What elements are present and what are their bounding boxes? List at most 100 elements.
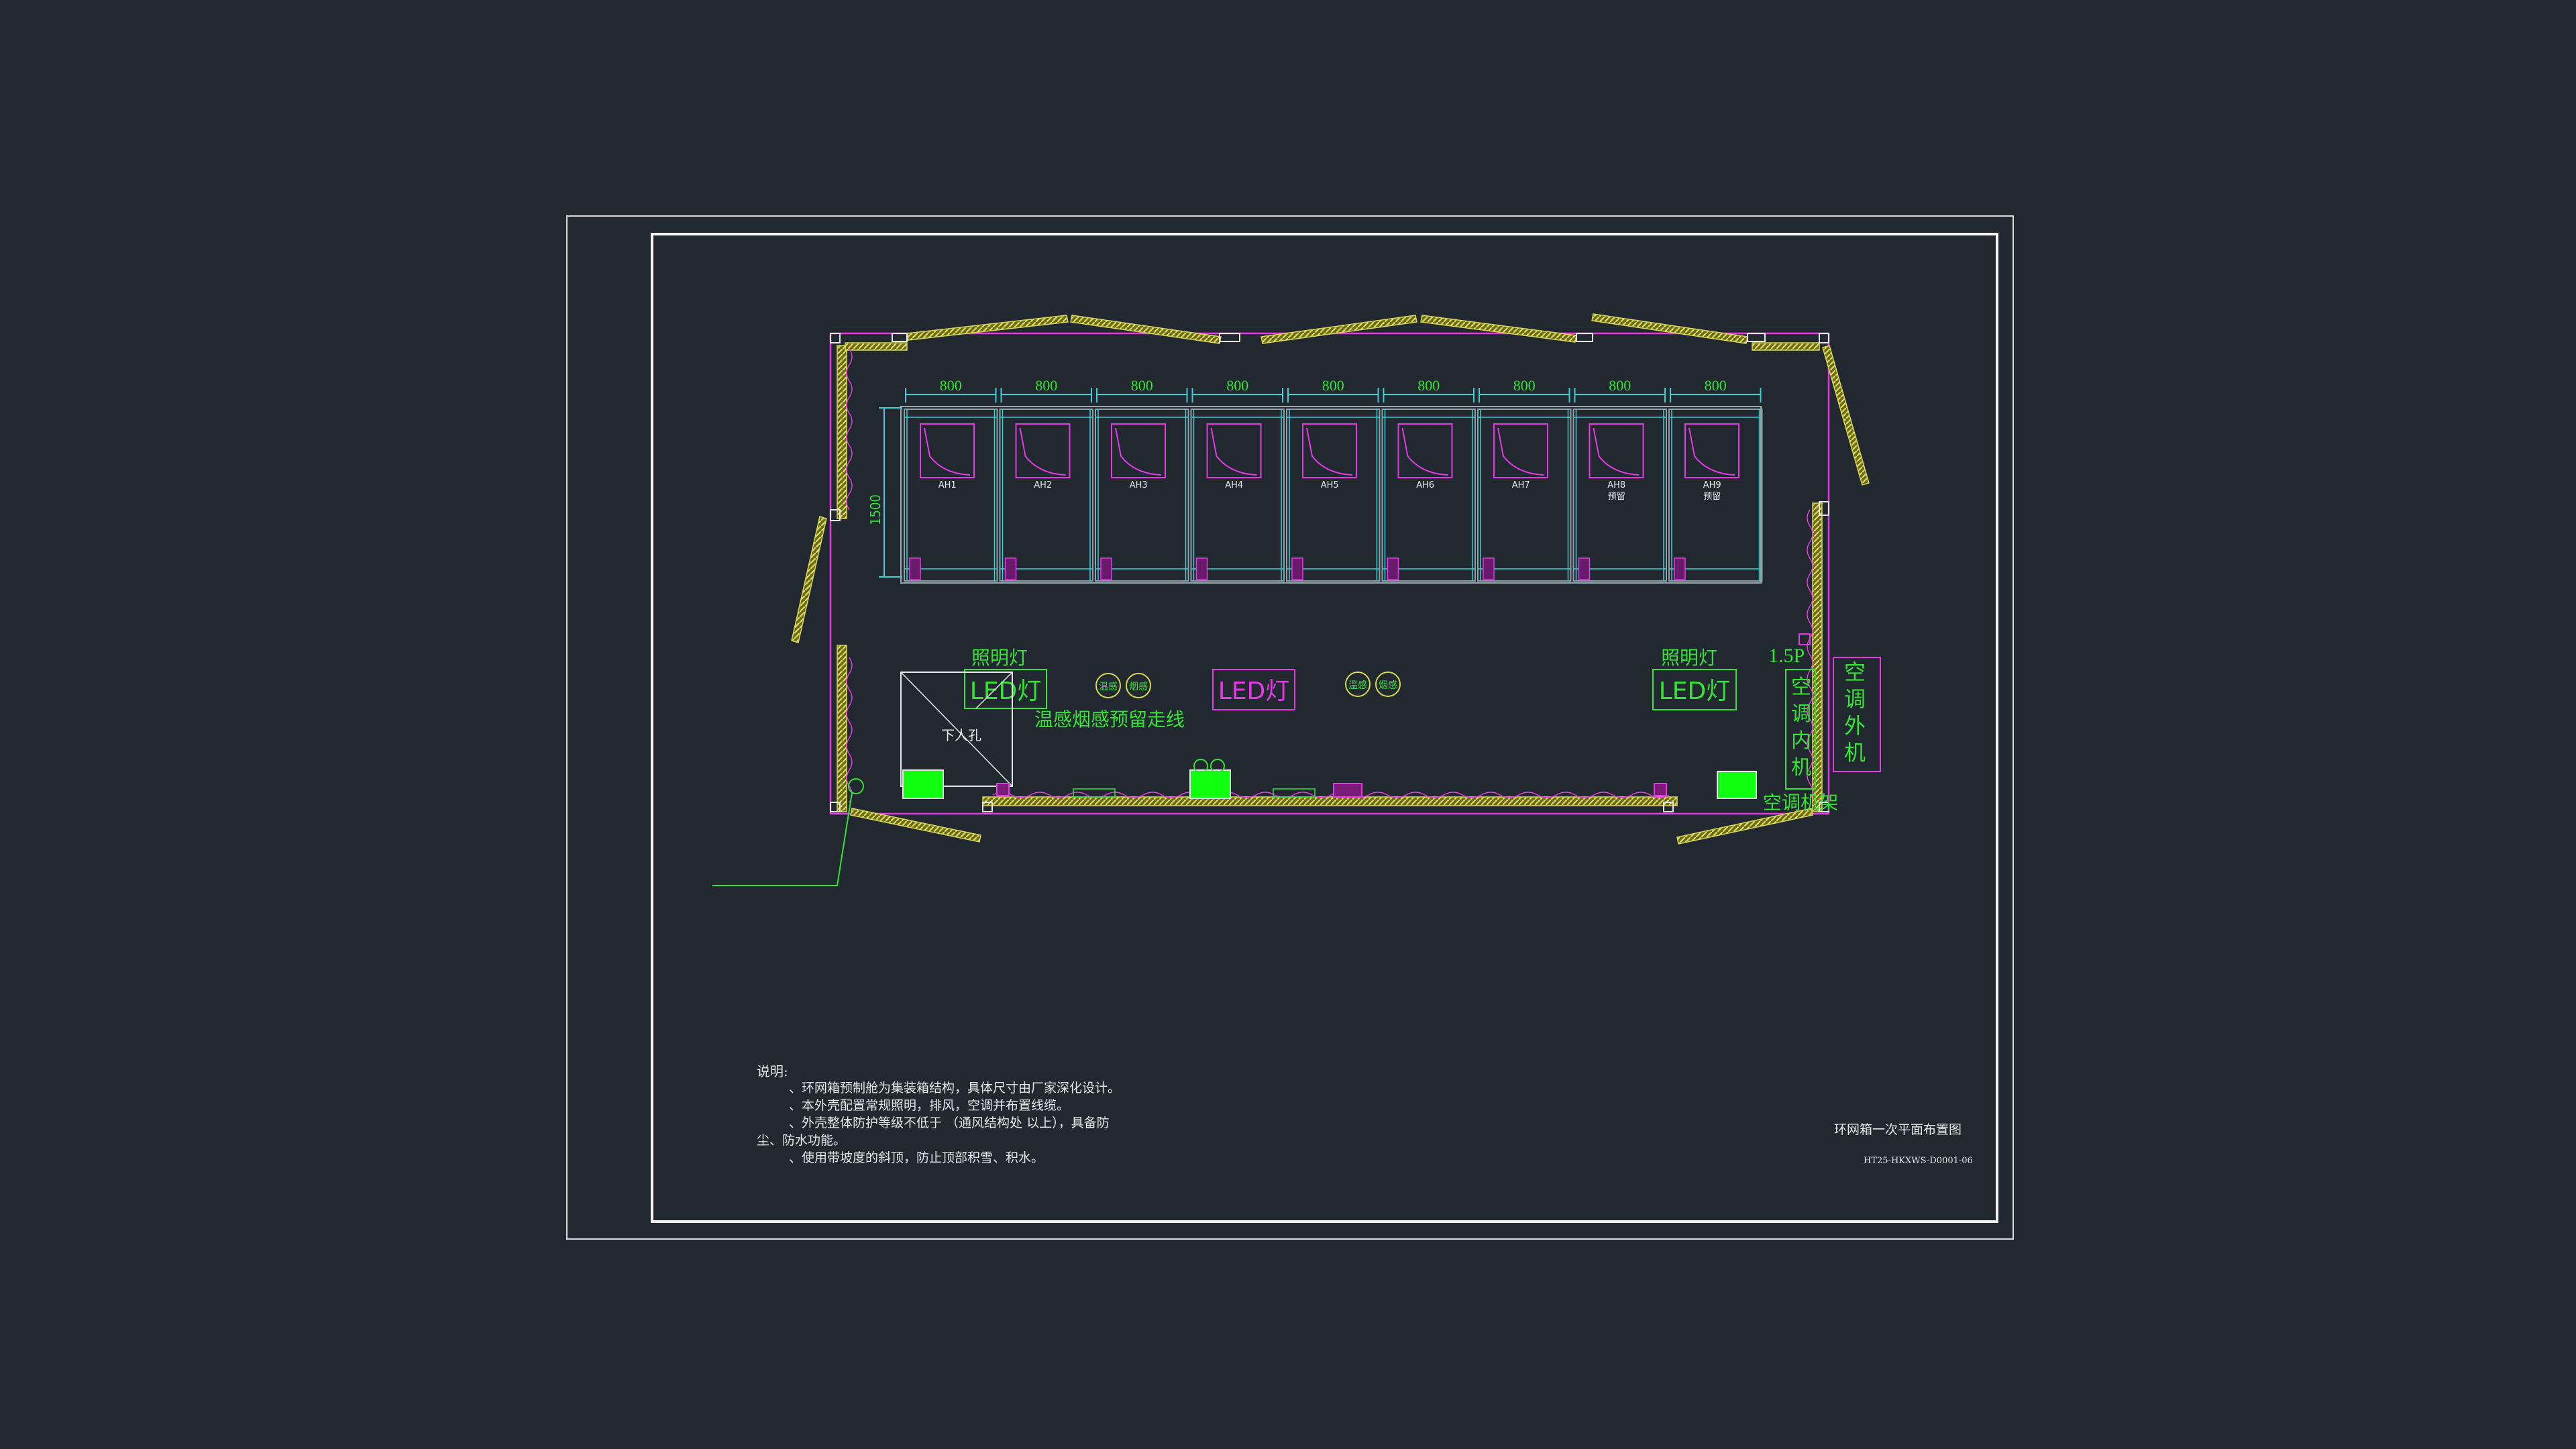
hinge — [892, 333, 908, 342]
leaf-bottom-right — [1676, 808, 1813, 845]
manhole-swing — [975, 672, 1013, 709]
temp-sensor-text: 温感 — [1099, 681, 1118, 692]
hinge-details — [830, 333, 1829, 812]
socket-box — [1654, 783, 1667, 796]
cabinet-body — [1668, 409, 1763, 582]
wall-bottom — [982, 796, 1678, 806]
dim-text: 800 — [1609, 377, 1631, 394]
notes-line: 尘、防水功能。 — [757, 1133, 846, 1148]
cabinet-body — [1286, 409, 1381, 582]
cabinet-label: AH2 — [1034, 480, 1052, 490]
cabinet-note: 预留 — [1608, 492, 1625, 502]
dim-text: 800 — [1322, 377, 1344, 394]
leaf-top-3 — [1260, 315, 1417, 344]
cabinet-body — [1095, 409, 1189, 582]
ac-indoor-unit — [1785, 669, 1816, 790]
ac-char: 空 — [1844, 659, 1866, 685]
led-lamp-left-text: LED灯 — [970, 678, 1042, 705]
title-block: 环网箱一次平面布置图 HT25-HKXWS-D0001-06 — [1834, 1122, 1973, 1166]
smoke-sensor-icon — [1375, 672, 1401, 697]
cabinet: AH1 — [904, 409, 998, 582]
hinge — [982, 802, 993, 812]
cable-entry — [1195, 557, 1208, 580]
cabinet-panel — [1397, 423, 1453, 478]
smoke-sensor-text: 烟感 — [1129, 681, 1148, 692]
ac-char: 机 — [1791, 756, 1811, 780]
dim-text: 800 — [1131, 377, 1153, 394]
temp-sensor-icon — [1345, 672, 1371, 697]
led-lamp-right-text: LED灯 — [1659, 678, 1731, 705]
ac-indoor-bracket — [1799, 633, 1811, 645]
sensor-wiring-note: 温感烟感预留走线 — [1034, 708, 1185, 731]
dim-text: 800 — [1705, 377, 1727, 394]
leaf-bottom-left — [850, 808, 981, 843]
walls — [837, 342, 1823, 812]
notes-line: 、使用带坡度的斜顶，防止顶部积雪、积水。 — [789, 1150, 1044, 1165]
hinge — [830, 333, 841, 343]
led-lamp-right — [1652, 669, 1737, 710]
cabinet-panel-curve — [1688, 427, 1735, 476]
cabinet-panel-curve — [1115, 427, 1162, 476]
wall-left-upper — [837, 345, 847, 519]
light-label-right: 照明灯 — [1661, 647, 1717, 669]
wavy-bottom — [992, 792, 1670, 798]
leaf-right — [1822, 345, 1870, 486]
cabinet-label: AH1 — [938, 480, 957, 490]
notes: 说明: 、环网箱预制舱为集装箱结构，具体尺寸由厂家深化设计。 、本外壳配置常规照… — [757, 1063, 1120, 1165]
lighting: 照明灯 LED灯 LED灯 照明灯 LED灯 — [964, 647, 1737, 710]
cabinet-label: AH7 — [1512, 480, 1530, 490]
smoke-sensor-text: 烟感 — [1379, 680, 1397, 691]
socket-box — [996, 783, 1010, 796]
depth-dim-text: 1500 — [867, 494, 883, 525]
wall-top-left-stub — [845, 342, 908, 351]
cabinet: AH2 — [999, 409, 1093, 582]
wall-right-lower — [1812, 502, 1823, 812]
ac-char: 外 — [1844, 713, 1866, 739]
leaf-left — [791, 516, 827, 643]
ac-capacity: 1.5P — [1768, 645, 1805, 667]
hinge — [1819, 501, 1829, 516]
cabinet-panel — [1493, 423, 1548, 478]
fan-block-left — [902, 769, 944, 799]
manhole-box — [900, 672, 1013, 787]
cabinet-body — [1190, 409, 1285, 582]
hinge — [1819, 802, 1829, 812]
cabinet-panel — [1111, 423, 1166, 478]
cabinet-label: AH5 — [1321, 480, 1339, 490]
cabinet: AH3 — [1095, 409, 1189, 582]
ac-outdoor-unit — [1833, 657, 1881, 772]
cabinet-body — [999, 409, 1093, 582]
dim-text: 800 — [1513, 377, 1536, 394]
cabinet-panel — [1302, 423, 1357, 478]
cabinet-body — [1381, 409, 1476, 582]
cable-entry — [1100, 557, 1112, 580]
cabinet-panel-curve — [1210, 427, 1257, 476]
dim-text: 800 — [1035, 377, 1057, 394]
ac-char: 机 — [1844, 740, 1866, 765]
cable-entry — [1578, 557, 1591, 580]
hinge — [1663, 802, 1674, 812]
cable-tray — [1073, 788, 1116, 798]
cabinet-label: AH3 — [1130, 480, 1148, 490]
cabinet: AH5 — [1286, 409, 1381, 582]
cabinet-body — [904, 409, 998, 582]
cabinet: AH4 — [1190, 409, 1285, 582]
light-label-left: 照明灯 — [971, 647, 1028, 669]
cabinet-panel — [1206, 423, 1262, 478]
cabinet-panel — [1684, 423, 1739, 478]
hinge — [1747, 333, 1766, 342]
temp-sensor-icon — [1095, 673, 1121, 698]
fan-motor-icon — [1193, 759, 1208, 773]
cabinet-panel — [1015, 423, 1071, 478]
outer-sheet-border — [566, 215, 2014, 1240]
depth-dimension: 1500 — [867, 407, 902, 578]
ac-char: 调 — [1791, 702, 1811, 726]
manhole: 下人孔 — [900, 672, 1013, 787]
cable-entry — [1291, 557, 1303, 580]
smoke-sensor-icon — [1126, 673, 1151, 698]
hinge — [1819, 333, 1829, 343]
hinge — [1576, 333, 1593, 342]
